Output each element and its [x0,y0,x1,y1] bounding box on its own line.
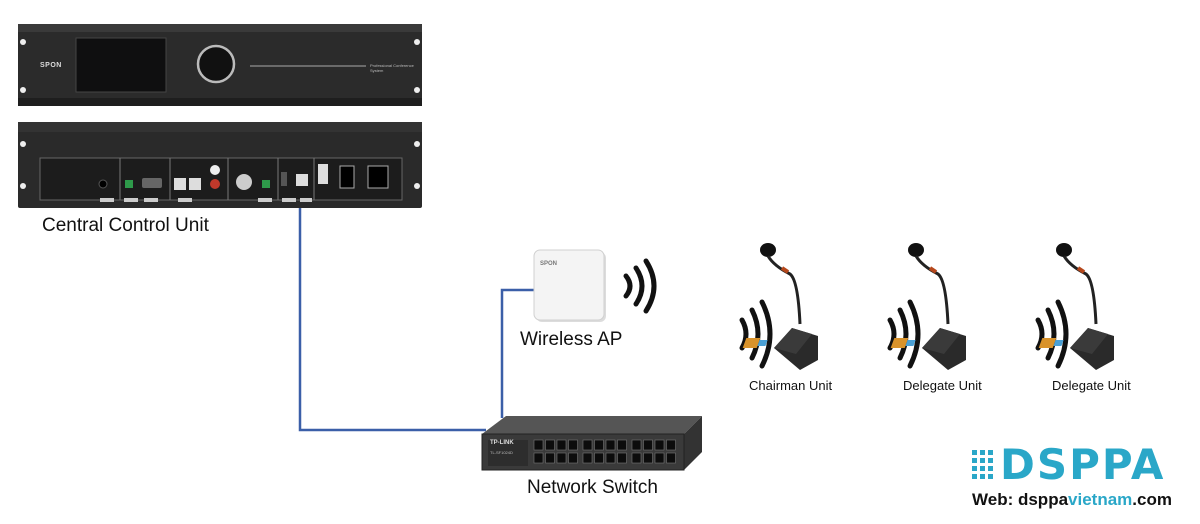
logo-dots-icon [972,450,993,479]
switch-port [582,452,593,464]
switch-port [556,452,567,464]
switch-model-text: TL-SF1024D [490,450,513,455]
delegate-label-2: Delegate Unit [1052,378,1131,393]
switch-port [545,452,555,464]
switch-port [617,452,627,464]
logo-brand-text: DSPPA [1000,440,1166,489]
switch-port [666,439,676,451]
ccu-brand-text: SPON [40,62,62,69]
switch-brand-text: TP-LINK [490,440,514,446]
cable-ccu-to-switch [298,202,486,432]
switch-port [594,439,604,451]
cable-ap-to-switch [500,288,536,418]
switch-port [631,452,642,464]
delegate-unit-1 [882,240,972,372]
switch-port [605,439,616,451]
ccu-system-text: Professional Conference System [370,63,414,73]
ccu-rear-panel [18,122,422,208]
ap-wifi-signal-icon [623,258,657,314]
switch-port [533,439,544,451]
web-prefix: Web: [972,490,1018,509]
network-switch-device: TP-LINK TL-SF1024D [478,412,706,472]
switch-port [654,439,665,451]
switch-port [617,439,627,451]
switch-port [605,452,616,464]
ccu-label: Central Control Unit [42,215,209,236]
delegate-label-1: Delegate Unit [903,378,982,393]
ap-label: Wireless AP [520,329,623,350]
switch-port [533,452,544,464]
switch-port [568,439,578,451]
switch-port [666,452,676,464]
dsppa-logo: DSPPA Web: dsppavietnam.com [970,444,1184,516]
ap-brand-text: SPON [540,261,558,267]
switch-label: Network Switch [527,477,658,498]
switch-port [594,452,604,464]
chairman-unit [734,240,824,372]
logo-website: Web: dsppavietnam.com [972,490,1172,510]
delegate-unit-2 [1030,240,1120,372]
chairman-label: Chairman Unit [749,378,833,393]
web-domain-b: vietnam [1068,490,1133,509]
ccu-front-panel: SPON Professional Conference System [18,22,422,108]
web-domain-a: dsppa [1017,490,1069,509]
wireless-ap-device: SPON [532,248,612,324]
switch-port [556,439,567,451]
switch-port [568,452,578,464]
switch-port [582,439,593,451]
switch-port [643,452,653,464]
switch-port [631,439,642,451]
switch-port [643,439,653,451]
switch-port [545,439,555,451]
switch-port [654,452,665,464]
web-domain-c: .com [1132,490,1172,509]
